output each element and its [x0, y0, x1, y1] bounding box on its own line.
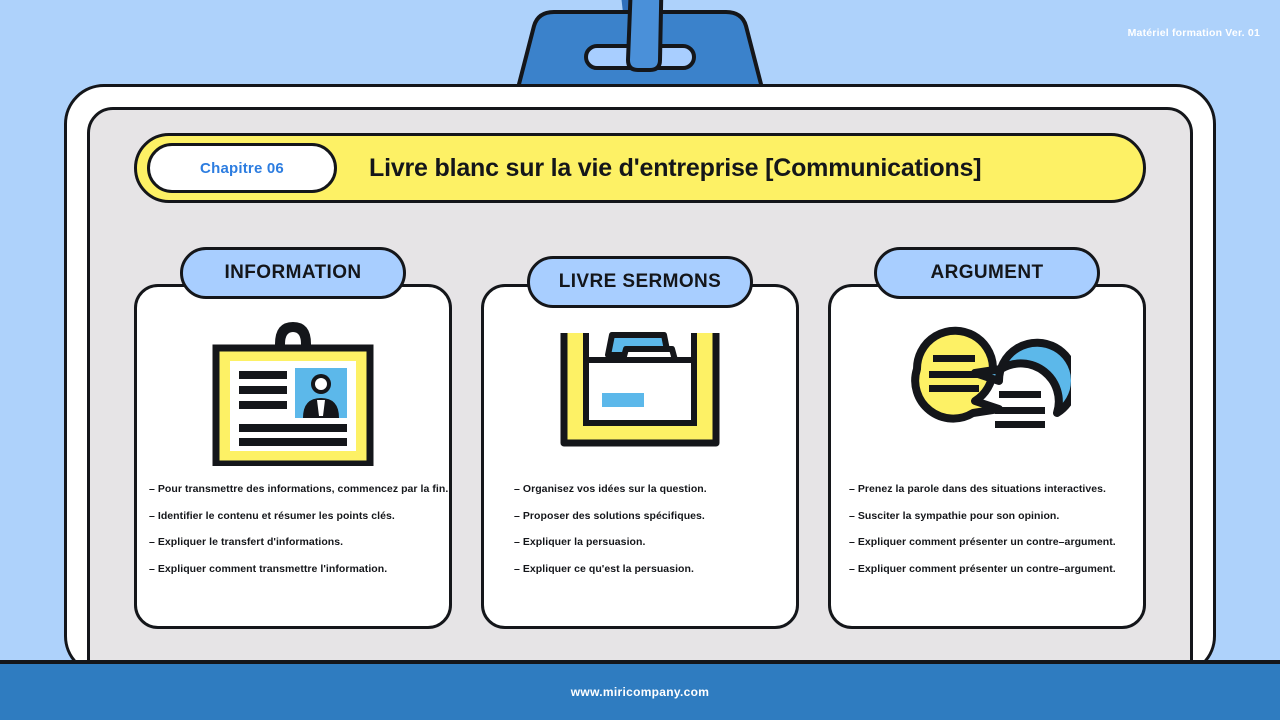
icon-slot — [831, 287, 1143, 483]
column-body-information: – Pour transmettre des informations, com… — [134, 284, 452, 629]
speech-bubbles-icon — [911, 326, 1071, 428]
id-badge-icon — [212, 322, 374, 466]
list-item: – Expliquer comment présenter un contre–… — [849, 562, 1116, 575]
list-item: – Susciter la sympathie pour son opinion… — [849, 509, 1060, 522]
bullet-list-information: – Pour transmettre des informations, com… — [137, 483, 449, 589]
list-item: – Identifier le contenu et résumer les p… — [149, 509, 395, 522]
list-item: – Expliquer la persuasion. — [514, 536, 646, 549]
icon-slot — [484, 287, 796, 483]
list-item: – Expliquer comment présenter un contre–… — [849, 536, 1116, 549]
chapter-pill[interactable]: Chapitre 06 — [147, 143, 337, 193]
column-heading-label: INFORMATION — [224, 262, 362, 283]
list-item: – Expliquer ce qu'est la persuasion. — [514, 562, 694, 575]
chapter-label: Chapitre 06 — [200, 159, 284, 177]
icon-slot — [137, 287, 449, 483]
bullet-list-argument: – Prenez la parole dans des situations i… — [831, 483, 1143, 589]
version-label: Matériel formation Ver. 01 — [1127, 27, 1260, 39]
badge-inner-panel: Chapitre 06 Livre blanc sur la vie d'ent… — [87, 107, 1193, 713]
bullet-list-livre-sermons: – Organisez vos idées sur la question. –… — [484, 483, 796, 589]
column-heading-label: ARGUMENT — [930, 262, 1044, 283]
column-body-livre-sermons: – Organisez vos idées sur la question. –… — [481, 284, 799, 629]
list-item: – Prenez la parole dans des situations i… — [849, 483, 1107, 495]
page-title: Livre blanc sur la vie d'entreprise [Com… — [369, 153, 982, 182]
list-item: – Proposer des solutions spécifiques. — [514, 509, 705, 522]
column-information: INFORMATION — [134, 247, 452, 629]
footer-url[interactable]: www.miricompany.com — [570, 685, 710, 699]
badge-clip-icon — [516, 0, 764, 90]
columns-container: INFORMATION — [134, 247, 1146, 629]
footer-bar: www.miricompany.com — [0, 660, 1280, 720]
column-argument: ARGUMENT — [828, 247, 1146, 629]
list-item: – Pour transmettre des informations, com… — [149, 483, 449, 495]
column-livre-sermons: LIVRE SERMONS — [481, 247, 799, 629]
title-bar: Chapitre 06 Livre blanc sur la vie d'ent… — [134, 133, 1146, 203]
column-heading-livre-sermons[interactable]: LIVRE SERMONS — [527, 256, 753, 308]
column-heading-argument[interactable]: ARGUMENT — [874, 247, 1100, 299]
column-heading-label: LIVRE SERMONS — [558, 271, 722, 292]
list-item: – Organisez vos idées sur la question. — [514, 483, 707, 495]
column-heading-information[interactable]: INFORMATION — [180, 247, 406, 299]
column-body-argument: – Prenez la parole dans des situations i… — [828, 284, 1146, 629]
list-item: – Expliquer le transfert d'informations. — [149, 536, 344, 549]
file-box-icon — [560, 332, 720, 447]
badge-clip — [510, 0, 770, 90]
badge-card: Chapitre 06 Livre blanc sur la vie d'ent… — [64, 84, 1216, 713]
list-item: – Expliquer comment transmettre l'inform… — [149, 562, 388, 575]
